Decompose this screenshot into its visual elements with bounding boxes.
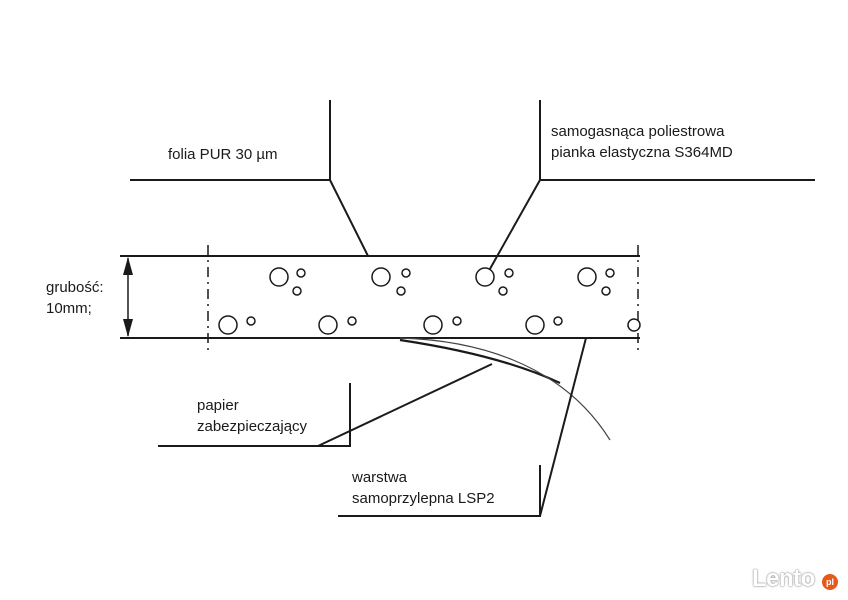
label-pianka-line2: pianka elastyczna S364MD <box>551 144 733 161</box>
leader-warstwa-pointer <box>539 337 587 517</box>
papier-peel-curve <box>399 338 561 384</box>
bubble <box>296 268 306 278</box>
bubble <box>423 315 443 335</box>
bubble <box>498 286 508 296</box>
label-warstwa-line1: warstwa <box>352 469 408 486</box>
label-papier-line2: zabezpieczający <box>197 418 308 435</box>
bubble <box>475 267 495 287</box>
label-papier-line1: papier <box>197 397 239 414</box>
bubble <box>218 315 238 335</box>
bubble <box>371 267 391 287</box>
papier-peel-curve-outer <box>399 337 611 441</box>
watermark-logo: Lento <box>752 565 815 592</box>
watermark-badge: pl <box>822 574 838 590</box>
bubble <box>318 315 338 335</box>
bubble <box>246 316 256 326</box>
bubble <box>292 286 302 296</box>
bubble <box>577 267 597 287</box>
bubble <box>396 286 406 296</box>
bubble <box>401 268 411 278</box>
bubble <box>504 268 514 278</box>
bubble <box>525 315 545 335</box>
leader-folia-pointer <box>329 179 369 257</box>
leader-folia-pur <box>130 100 331 181</box>
label-pianka-line1: samogasnąca poliestrowa <box>551 123 725 140</box>
label-grubosc-line2: 10mm; <box>46 300 92 317</box>
label-warstwa-line2: samoprzylepna LSP2 <box>352 490 495 507</box>
bubble <box>347 316 357 326</box>
label-folia-pur: folia PUR 30 µm <box>168 146 278 163</box>
bubble <box>269 267 289 287</box>
thickness-arrowhead-bottom <box>123 319 133 337</box>
leader-papier-pointer <box>317 363 493 447</box>
bubble <box>605 268 615 278</box>
leader-papier <box>158 383 351 447</box>
bubble <box>601 286 611 296</box>
label-grubosc-line1: grubość: <box>46 279 104 296</box>
bubble <box>452 316 462 326</box>
thickness-arrowhead-top <box>123 257 133 275</box>
bubble <box>627 318 641 332</box>
bubble <box>553 316 563 326</box>
leader-pianka-pointer <box>485 179 541 277</box>
